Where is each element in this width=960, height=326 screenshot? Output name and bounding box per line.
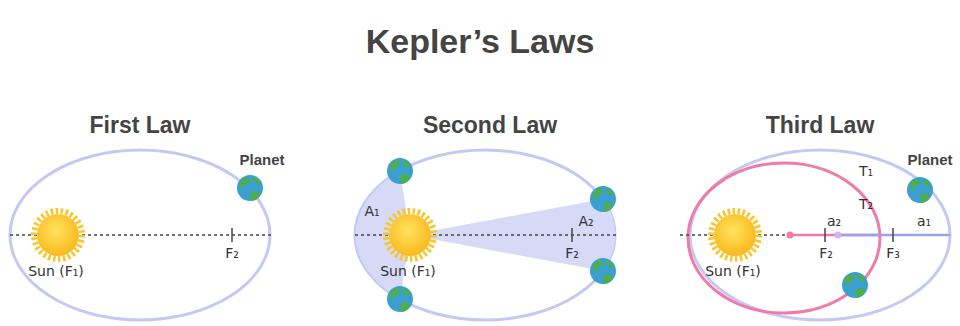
planet-icon (237, 175, 263, 201)
sun-label: Sun (F₁) (28, 264, 84, 279)
area-label: A₁ (364, 204, 379, 219)
planet-icon (590, 186, 616, 212)
orbit (10, 150, 270, 320)
center-dot (787, 232, 794, 239)
panel-title: Third Law (766, 113, 875, 138)
axis-label: a₂ (827, 214, 841, 229)
planet-label: Planet (239, 152, 284, 169)
inner-orbit (688, 163, 880, 313)
title: Kepler’s Laws (0, 22, 960, 61)
panel-title: First Law (90, 113, 191, 138)
focus-label: F₂ (225, 246, 239, 261)
planet-icon (590, 258, 616, 284)
center-dot (835, 232, 842, 239)
sun-label: Sun (F₁) (705, 264, 761, 279)
sun-icon (34, 211, 82, 259)
focus-label: F₂ (819, 246, 833, 261)
planet-icon (907, 177, 933, 203)
planet-label: Planet (907, 152, 952, 169)
focus-label: F₂ (565, 246, 579, 261)
area-label: A₂ (578, 214, 593, 229)
period-label: T₁ (859, 164, 873, 179)
semi-major-axis (838, 234, 950, 237)
focus-tick (824, 228, 826, 242)
focus-tick (571, 228, 573, 242)
focus-tick (892, 228, 894, 242)
planet-icon (387, 158, 413, 184)
panel-title: Second Law (423, 113, 557, 138)
sun-icon (386, 211, 434, 259)
sun-icon (711, 211, 759, 259)
orbit (355, 150, 615, 320)
planet-icon (842, 272, 868, 298)
sun-label: Sun (F₁) (380, 264, 436, 279)
planet-icon (387, 286, 413, 312)
period-label: T₂ (859, 197, 873, 212)
axis-label: a₁ (917, 214, 931, 229)
focus-label: F₃ (886, 246, 900, 261)
focus-tick (231, 228, 233, 242)
